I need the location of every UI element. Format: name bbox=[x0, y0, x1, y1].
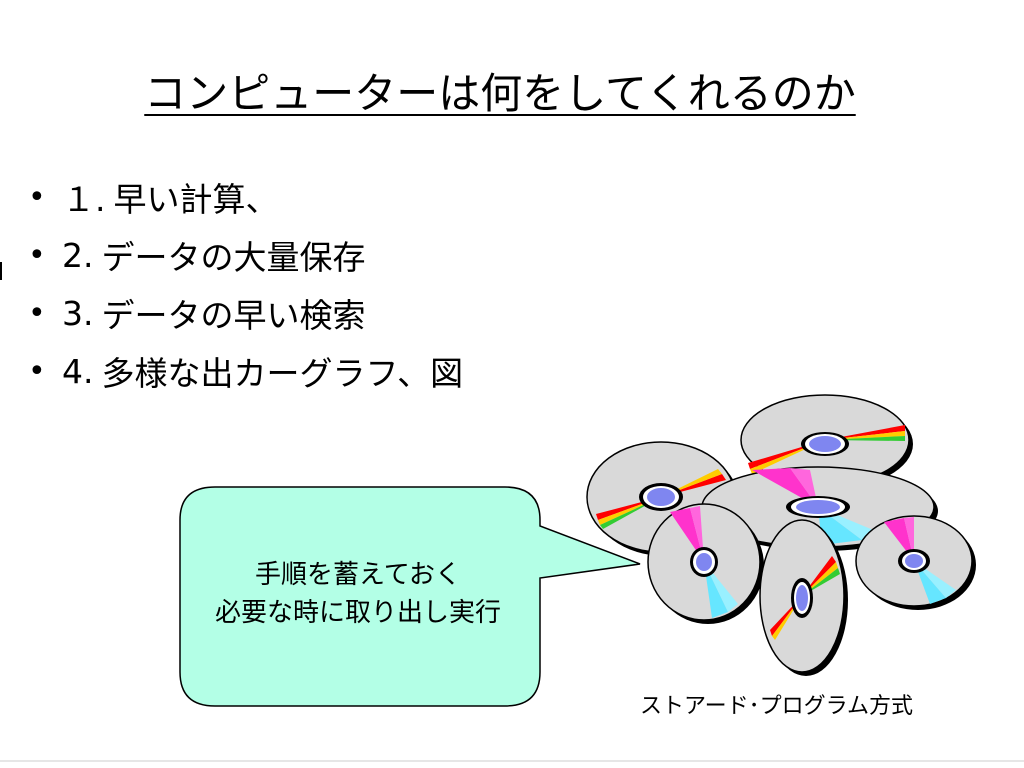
bullet-item-4: • 4. 多様な出カーグラフ、図 bbox=[28, 342, 463, 400]
bullet-item-2: • 2. データの大量保存 bbox=[28, 226, 463, 284]
callout-line-1: 手順を蓄えておく bbox=[255, 560, 461, 590]
bullet-dot-icon: • bbox=[28, 179, 46, 215]
bullet-number: 2. bbox=[62, 235, 94, 275]
bullet-item-1: • １. 早い計算、 bbox=[28, 168, 463, 226]
bullet-text: データの早い検索 bbox=[101, 296, 366, 335]
bullet-number: １. bbox=[62, 180, 106, 219]
compact-disc-icon bbox=[759, 519, 848, 676]
bullet-item-3: • 3. データの早い検索 bbox=[28, 284, 463, 342]
compact-disc-icon bbox=[647, 503, 764, 624]
bullet-number: 4. bbox=[62, 351, 94, 391]
bottom-divider bbox=[0, 760, 1024, 762]
bullet-dot-icon: • bbox=[28, 295, 46, 331]
bullet-dot-icon: • bbox=[28, 353, 46, 389]
compact-disc-icon bbox=[740, 394, 913, 489]
bullet-text: 早い計算、 bbox=[113, 180, 279, 219]
compact-disc-icon bbox=[855, 515, 976, 610]
bullet-number: 3. bbox=[62, 293, 94, 333]
slide-title: コンピューターは何をしてくれるのか bbox=[0, 64, 1000, 124]
bullet-dot-icon: • bbox=[28, 237, 46, 273]
edge-mark bbox=[0, 262, 2, 280]
callout-text: 手順を蓄えておく 必要な時に取り出し実行 bbox=[178, 556, 538, 632]
slide-title-text: コンピューターは何をしてくれるのか bbox=[144, 69, 856, 118]
bullet-text: 多様な出カーグラフ、図 bbox=[101, 354, 464, 393]
callout-line-2: 必要な時に取り出し実行 bbox=[214, 598, 501, 628]
figure-caption: ストアード･プログラム方式 bbox=[640, 694, 914, 719]
callout-bubble bbox=[179, 486, 641, 707]
bullet-text: データの大量保存 bbox=[101, 238, 366, 277]
bullet-list: • １. 早い計算、 • 2. データの大量保存 • 3. データの早い検索 •… bbox=[28, 168, 463, 400]
